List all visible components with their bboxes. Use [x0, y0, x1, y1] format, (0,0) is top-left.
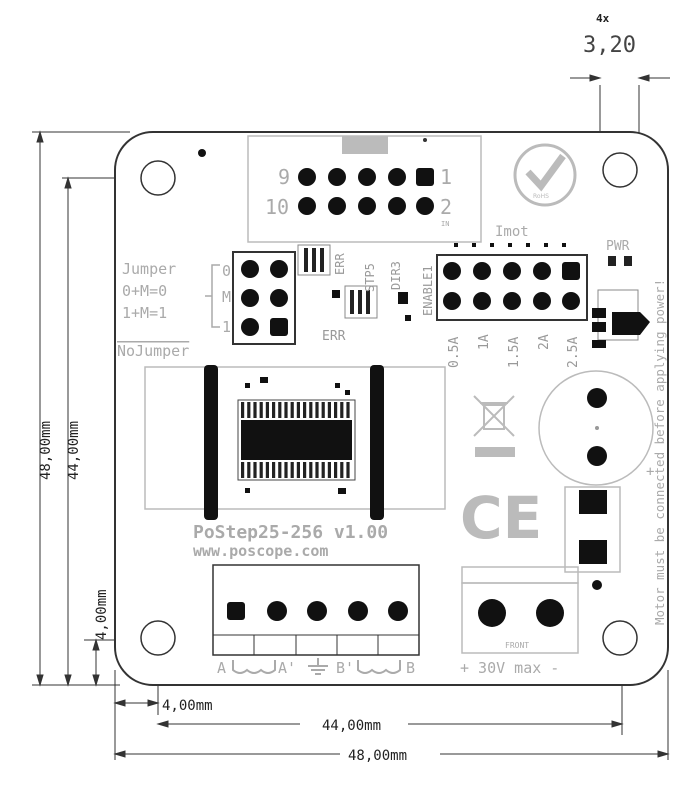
svg-text:+: +: [646, 464, 654, 480]
stp5-label: STP5: [363, 263, 377, 292]
side-warning-text: Motor must be connected before applying …: [652, 279, 667, 625]
in-label: IN: [441, 220, 449, 228]
chip-pin: [247, 402, 251, 418]
chip-pin: [315, 402, 319, 418]
weee-icon: [473, 395, 515, 457]
bottom-small-dim: 4,00mm: [162, 698, 213, 714]
nojumper-label: NoJumper: [117, 342, 189, 360]
imot-label-0: 0.5A: [447, 337, 462, 368]
jumper-line1: 0+M=0: [122, 282, 167, 300]
bottom-inner-dim: 44,00mm: [322, 718, 381, 734]
err-bottom-label: ERR: [322, 329, 346, 344]
chip-pin: [241, 462, 245, 478]
jumper-pos0: 0: [222, 262, 231, 280]
mounting-holes: [140, 152, 638, 656]
chip-pin: [272, 462, 276, 478]
website-label: www.poscope.com: [193, 542, 328, 560]
chip-pin: [290, 402, 294, 418]
enable1-label: ENABLE1: [421, 265, 435, 316]
power-connector: FRONT + 30V max -: [460, 566, 579, 677]
motor-connector: A A' B' B: [212, 564, 420, 677]
imot-block: Imot 0.5A 1A 1.5A 2A 2.5A: [436, 224, 588, 368]
chip-pin: [253, 402, 257, 418]
power-label: + 30V max -: [460, 659, 559, 677]
chip-pin: [346, 462, 350, 478]
chip-pin: [278, 402, 282, 418]
jumper-title: Jumper: [122, 260, 176, 278]
chip-pin: [315, 462, 319, 478]
imot-title: Imot: [495, 224, 529, 240]
product-name: PoStep25-256 v1.00: [193, 522, 388, 543]
ce-label: CE: [460, 484, 542, 552]
dir3-label: DIR3: [389, 261, 403, 290]
imot-labels: 0.5A 1A 1.5A 2A 2.5A: [447, 334, 581, 368]
chip-pin: [253, 462, 257, 478]
chip-pin: [284, 402, 288, 418]
chip-pin: [309, 462, 313, 478]
motor-label-a-prime: A': [278, 659, 296, 677]
front-label: FRONT: [505, 641, 529, 650]
chip-pin: [247, 462, 251, 478]
chip-pin: [334, 462, 338, 478]
imot-label-1: 1A: [477, 334, 492, 350]
chip-pin: [241, 402, 245, 418]
left-small-dim: 4,00mm: [94, 589, 110, 640]
pwr-label: PWR: [606, 239, 630, 254]
jumper-line2: 1+M=1: [122, 304, 167, 322]
rohs-label: RoHS: [533, 193, 549, 200]
chip-pin: [321, 402, 325, 418]
chip-pin: [321, 462, 325, 478]
err-led-label: ERR: [333, 253, 347, 275]
chip-pin: [327, 462, 331, 478]
chip-pin: [334, 402, 338, 418]
chip-pin: [259, 462, 263, 478]
imot-label-3: 2A: [537, 334, 552, 350]
chip-pin: [296, 462, 300, 478]
jumper-block: Jumper 0+M=0 1+M=1 0 M 1 NoJumper: [117, 251, 296, 360]
pin9-label: 9: [278, 165, 290, 189]
fiducial-dot: [198, 149, 206, 157]
led-area: ERR STP5 DIR3 ENABLE1 ERR: [297, 244, 435, 344]
board-outline: [114, 131, 669, 686]
chip-pin: [327, 402, 331, 418]
motor-label-b-prime: B': [336, 659, 354, 677]
pwr-area: PWR: [592, 239, 650, 348]
chip-pin: [303, 402, 307, 418]
imot-label-4: 2.5A: [566, 337, 581, 368]
hole-count-label: 4x: [596, 12, 610, 25]
chip-pin: [340, 462, 344, 478]
rohs-badge: RoHS: [513, 143, 577, 207]
left-total-dim: 48,00mm: [38, 421, 54, 480]
motor-label-a: A: [217, 659, 226, 677]
hole-diameter-label: 3,20: [583, 33, 636, 58]
jumper-pos1: 1: [222, 318, 231, 336]
capacitor: +: [538, 370, 654, 486]
chip-pin: [309, 402, 313, 418]
pin10-label: 10: [265, 195, 289, 219]
pin1-label: 1: [440, 165, 452, 189]
imot-label-2: 1.5A: [507, 337, 522, 368]
driver-chip: [144, 365, 446, 520]
chip-pin: [265, 402, 269, 418]
chip-pin: [265, 462, 269, 478]
top-connector: 9 10 1 2 IN: [247, 135, 482, 243]
chip-pin: [290, 462, 294, 478]
ce-mark: CE: [460, 484, 542, 552]
chip-pin: [303, 462, 307, 478]
left-inner-dim: 44,00mm: [66, 421, 82, 480]
chip-pin: [278, 462, 282, 478]
diode: [564, 486, 621, 590]
pin2-label: 2: [440, 195, 452, 219]
jumper-posM: M: [222, 288, 231, 306]
motor-label-b: B: [406, 659, 415, 677]
chip-pin: [296, 402, 300, 418]
bottom-total-dim: 48,00mm: [348, 748, 407, 764]
chip-pin: [340, 402, 344, 418]
chip-pin: [346, 402, 350, 418]
chip-pin: [284, 462, 288, 478]
chip-pin: [259, 402, 263, 418]
chip-pin: [272, 402, 276, 418]
